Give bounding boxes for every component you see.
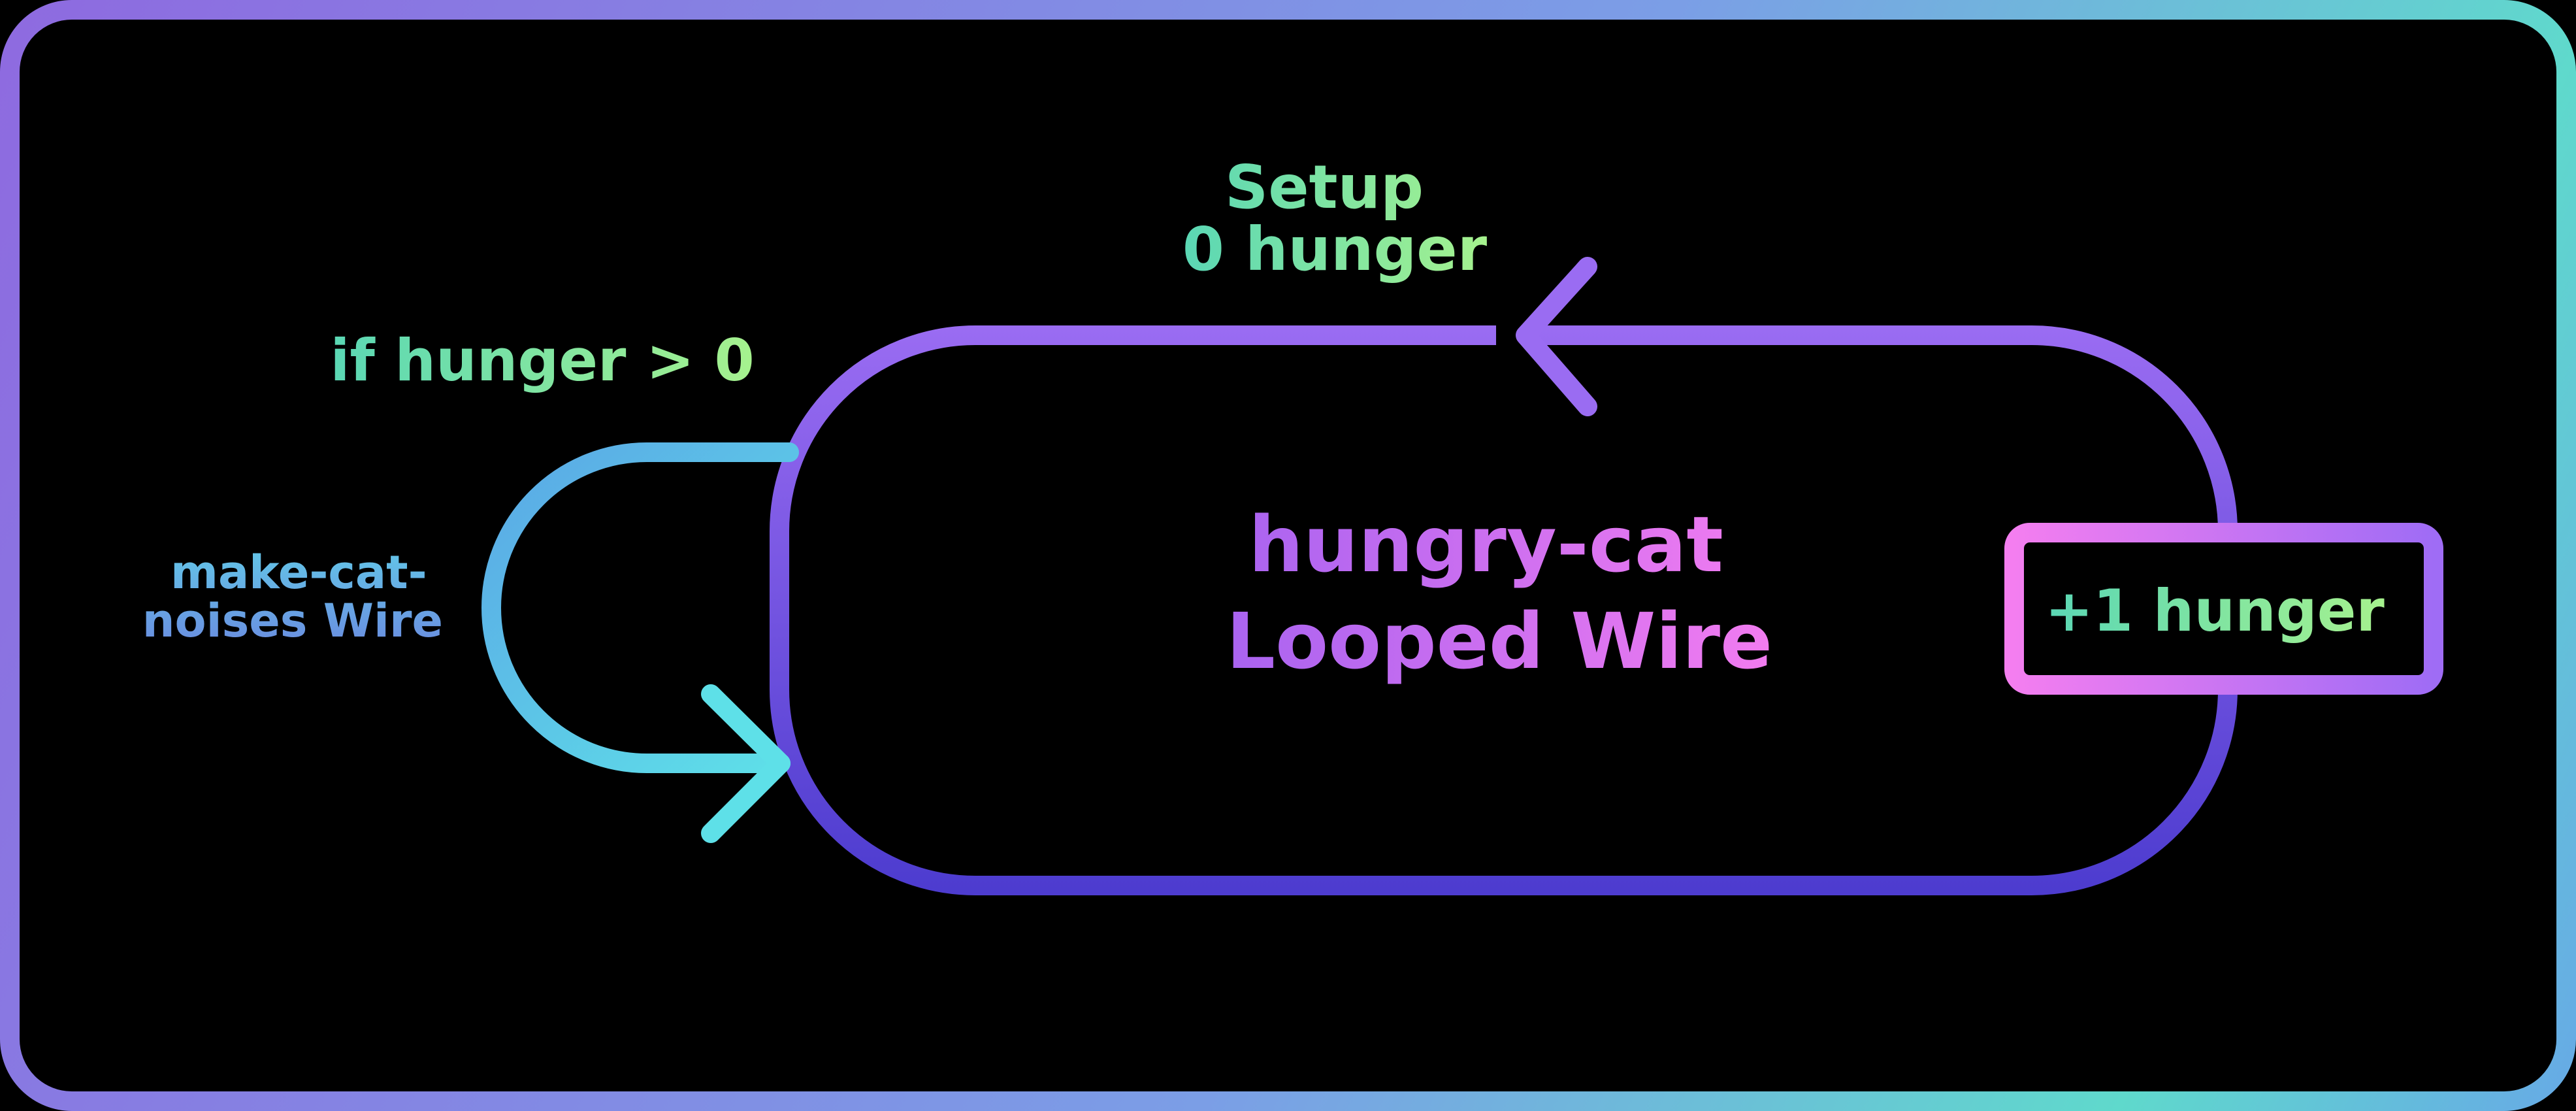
main-loop-label-line2: Looped Wire <box>1226 596 1772 686</box>
setup-arrow-icon <box>1516 257 1597 416</box>
setup-label: Setup 0 hunger <box>1182 152 1488 284</box>
side-loop-arrow-icon <box>701 684 791 843</box>
setup-label-line2: 0 hunger <box>1182 214 1488 284</box>
side-loop-wire <box>481 442 799 773</box>
side-loop-label: make-cat- noises Wire <box>142 546 443 648</box>
side-loop-label-line2: noises Wire <box>142 594 443 648</box>
increment-box <box>2004 523 2443 695</box>
main-loop-label-line1: hungry-cat <box>1248 499 1723 589</box>
side-loop-label-line1: make-cat- <box>171 546 427 599</box>
main-loop-label: hungry-cat Looped Wire <box>1226 499 1772 686</box>
setup-label-line1: Setup <box>1225 152 1424 222</box>
increment-box-label: +1 hunger <box>2045 577 2385 644</box>
condition-label: if hunger > 0 <box>330 327 754 394</box>
